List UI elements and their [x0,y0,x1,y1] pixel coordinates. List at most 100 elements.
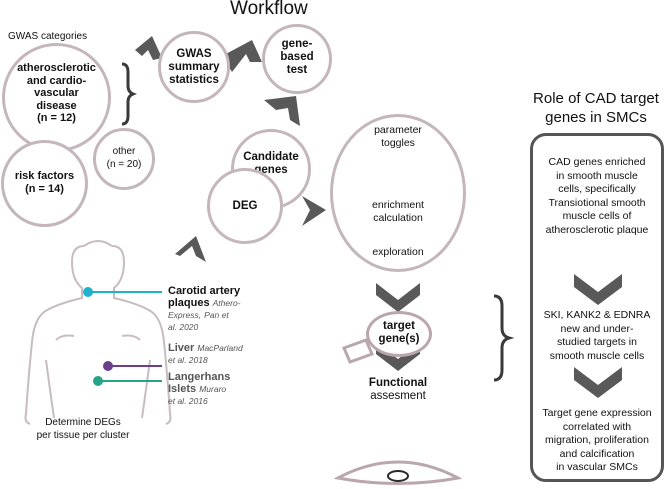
determine-degs-caption: Determine DEGs per tissue per cluster [18,416,148,442]
role-b1-l6: atherosclerotic plaque [545,223,649,236]
deg-label: DEG [232,200,258,212]
determine-line1: Determine DEGs [45,417,121,428]
carotid-ref4: al. 2020 [168,322,199,332]
risk-line1: risk factors [14,170,75,182]
carotid-ref1: Athero- [212,298,241,308]
target-genes-circle [366,311,432,357]
role-b1-l2: in smooth muscle [556,169,638,182]
role-b2-l4: smooth muscle cells [549,349,645,362]
gwas-line3: statistics [169,74,219,86]
langerhans-dot [93,376,103,386]
athero-line1: atherosclerotic [17,62,96,74]
tool-circle [330,114,466,272]
deg-circle [207,168,283,244]
parameter-line2: toggles [381,137,415,149]
athero-count: (n = 12) [37,112,76,124]
gwas-summary-circle [158,31,230,103]
arrow-gwas-to-summary [135,36,162,60]
chevron-down-role-2 [574,367,622,398]
role-title-line2: genes in SMCs [545,109,647,126]
gene-based-line1: gene- [281,38,313,50]
right-brace [493,294,515,382]
determine-line2: per tissue per cluster [36,430,130,441]
role-b1-l3: cells, specifically [558,183,636,195]
gwas-line2: summary [168,61,220,73]
role-block-1: CAD genes enriched in smooth muscle cell… [530,156,664,237]
cell-nucleus [387,470,409,482]
functional-label: Functional assesment [348,377,448,403]
role-b3-l4: and calcification [559,447,635,460]
left-brace [121,62,138,126]
enrichment-line1: enrichment [372,199,424,211]
arrow-deg-to-tool [302,196,326,226]
role-b1-l4: Transiotional smooth [548,196,646,209]
candidate-line1: Candidate [243,151,299,163]
role-b3-l5: in vascular SMCs [556,461,638,473]
chevron-down-tool-to-target [376,283,420,312]
gwas-summary-label: GWAS summary statistics [158,48,230,87]
carotid-label: Carotid artery plaques Athero- Express, … [168,285,278,333]
gene-based-line2: based [280,51,314,63]
other-label: other (n = 20) [93,145,155,171]
gwas-categories-label: GWAS categories [8,31,88,42]
athero-label: atherosclerotic and cardio- vascular dis… [2,62,111,125]
langerhans-label: Langerhans Islets Muraro et al. 2016 [168,371,278,407]
role-b2-l1: SKI, KANK2 & EDNRA [543,309,651,321]
gwas-line1: GWAS [176,48,212,60]
risk-factors-circle [1,140,88,227]
gene-based-label: gene- based test [262,38,332,77]
target-line2: gene(s) [378,333,420,345]
functional-line2: assesment [370,390,426,402]
role-b3-l2: correlated with [562,420,632,433]
arrow-summary-to-gene [222,40,262,72]
role-b3-l3: migration, proliferation [545,434,649,446]
langerhans-name-line2: Islets [168,383,197,395]
role-b2-l3: studied targets in [557,336,637,348]
langerhans-ref2: et al. 2016 [168,396,208,406]
functional-line1: Functional [368,377,428,389]
liver-name: Liver [168,342,195,354]
role-b3-l1: Target gene expression [542,407,652,419]
role-title-line1: Role of CAD target [533,90,659,107]
liver-ref1: MacParland [197,343,243,353]
other-circle [93,128,155,190]
risk-count: (n = 14) [25,183,64,195]
gene-based-line3: test [286,64,308,76]
chevron-down-target-to-functional [376,342,420,371]
target-genes-label: target gene(s) [366,320,432,346]
role-block-3: Target gene expression correlated with m… [530,407,664,475]
arrow-gene-to-candidate [264,96,300,126]
carotid-dot [83,287,93,297]
role-block-2: SKI, KANK2 & EDNRA new and under- studie… [530,309,664,363]
chevron-down-role-1 [574,274,622,305]
magnifier-handle [341,338,375,364]
carotid-ref2: Express, [168,310,202,320]
human-body [24,240,172,425]
risk-factors-label: risk factors (n = 14) [1,170,88,196]
liver-ref2: et al. 2018 [168,355,208,365]
carotid-name-line2: plaques [168,297,210,309]
langerhans-ref1: Muraro [199,384,227,394]
parameter-toggles-label: parameter toggles [330,124,466,150]
arrow-body-to-deg [175,236,206,262]
role-title: Role of CAD target genes in SMCs [516,89,669,127]
role-b2-l2: new and under- [560,322,634,335]
other-count: (n = 20) [106,159,142,170]
workflow-title: Workflow [230,0,308,19]
parameter-line1: parameter [374,124,422,136]
langerhans-name-line1: Langerhans [168,371,231,383]
role-b1-l5: muscle cells of [562,210,632,222]
exploration-label: exploration [372,246,424,258]
enrichment-label: enrichment calculation [330,199,466,225]
enrichment-line2: calculation [373,212,423,224]
role-b1-l1: CAD genes enriched [548,156,646,168]
other-line1: other [112,146,136,157]
athero-line2: and cardio- [26,74,87,87]
liver-label: Liver MacParland et al. 2018 [168,342,278,366]
target-line1: target [383,320,415,332]
athero-line4: disease [36,99,77,112]
carotid-name-line1: Carotid artery [168,285,241,297]
athero-line3: vascular [34,87,79,99]
role-panel [530,133,664,482]
carotid-ref3: Pan et [204,310,229,320]
